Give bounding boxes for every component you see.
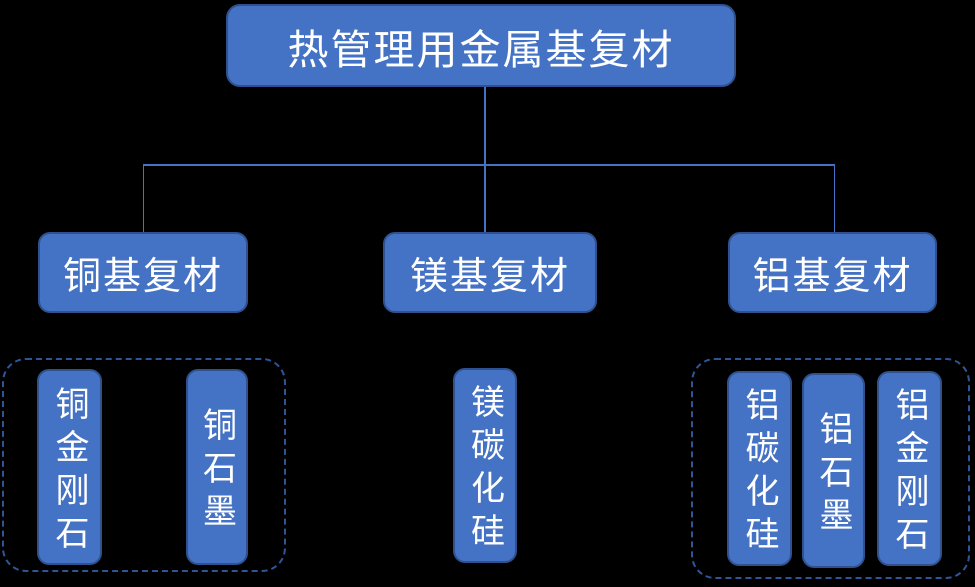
leaf-node-copper-diamond-label: 铜金刚石 <box>50 385 88 558</box>
branch-node-magnesium: 镁基复材 <box>383 232 597 313</box>
branch-node-magnesium-label: 镁基复材 <box>409 256 570 298</box>
leaf-node-copper-graphite-label: 铜石墨 <box>197 407 236 536</box>
connector-root-stem <box>484 87 486 164</box>
branch-node-copper-label: 铜基复材 <box>62 256 223 298</box>
root-node-label: 热管理用金属基复材 <box>287 26 675 73</box>
connector-horizontal-bar <box>142 164 835 166</box>
branch-node-copper: 铜基复材 <box>38 232 248 313</box>
connector-drop-aluminum <box>833 164 835 232</box>
leaf-node-copper-diamond: 铜金刚石 <box>37 369 102 565</box>
branch-node-aluminum-label: 铝基复材 <box>752 256 913 298</box>
leaf-node-aluminum-diamond: 铝金刚石 <box>877 371 942 566</box>
leaf-node-aluminum-graphite: 铝石墨 <box>802 373 865 568</box>
leaf-node-aluminum-graphite-label: 铝石墨 <box>814 410 852 540</box>
leaf-node-magnesium-sic: 镁碳化硅 <box>453 368 517 563</box>
leaf-node-aluminum-sic: 铝碳化硅 <box>727 371 792 566</box>
root-node-thermal-mmc: 热管理用金属基复材 <box>226 4 736 87</box>
leaf-node-aluminum-diamond-label: 铝金刚石 <box>890 387 928 559</box>
branch-node-aluminum: 铝基复材 <box>728 232 937 313</box>
leaf-node-magnesium-sic-label: 镁碳化硅 <box>465 384 504 556</box>
group-box-aluminum-children <box>691 358 970 579</box>
connector-drop-copper <box>142 164 144 232</box>
leaf-node-copper-graphite: 铜石墨 <box>186 369 248 565</box>
group-box-copper-children <box>2 358 286 572</box>
connector-drop-magnesium <box>484 164 486 232</box>
leaf-node-aluminum-sic-label: 铝碳化硅 <box>740 387 778 559</box>
